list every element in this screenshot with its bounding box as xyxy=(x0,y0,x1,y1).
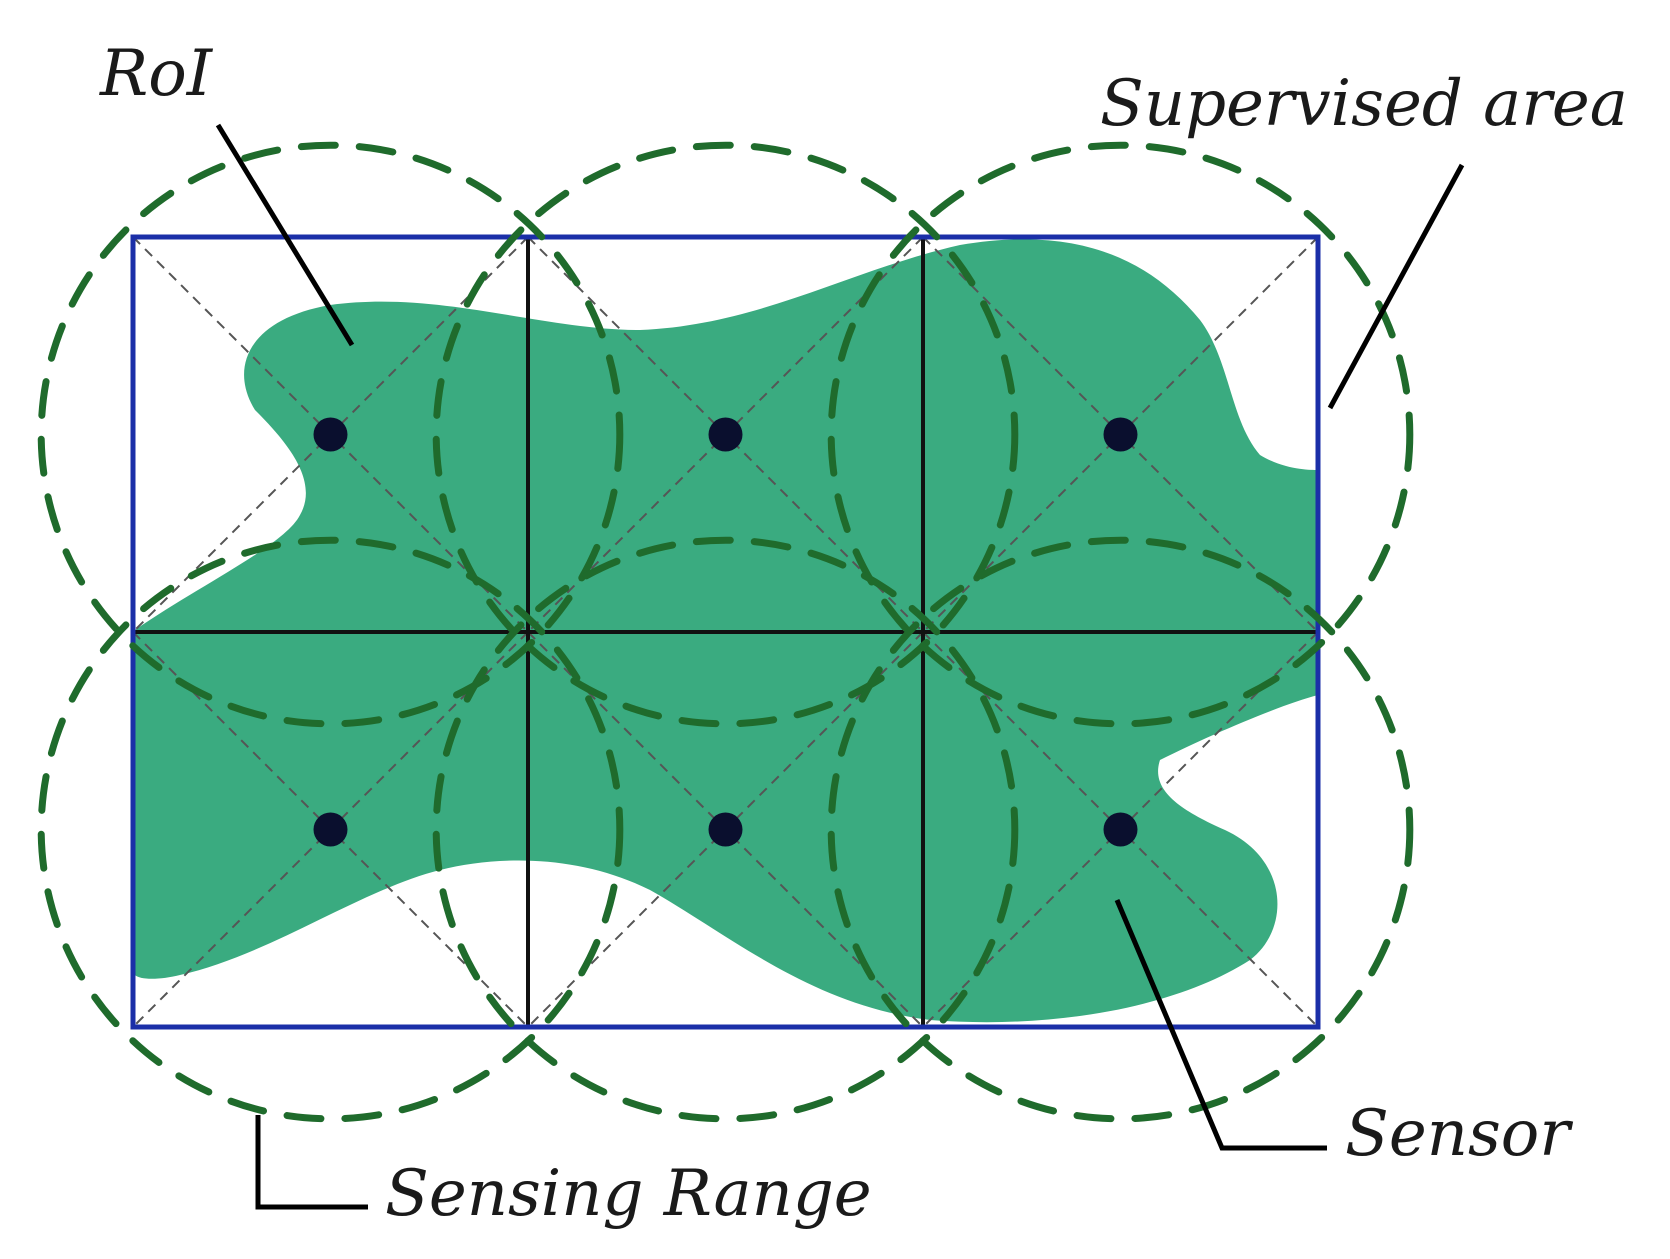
sensor-node xyxy=(1103,417,1138,452)
sensing-range-circle xyxy=(37,141,624,728)
sensor-leader-line xyxy=(1114,899,1327,1151)
roi-label: RoI xyxy=(99,37,214,111)
sensing-range-label: Sensing Range xyxy=(385,1157,872,1231)
sensing-range-circle xyxy=(827,141,1414,728)
sensor-node xyxy=(313,812,348,847)
sensor-label: Sensor xyxy=(1345,1097,1573,1171)
roi-leader-line xyxy=(215,123,355,347)
cell-grid-lines xyxy=(133,237,1318,1027)
sensor-node xyxy=(1103,812,1138,847)
supervised-area-label: Supervised area xyxy=(1100,67,1628,141)
leader-lines xyxy=(215,123,1465,1210)
sensing-range-circle xyxy=(37,536,624,1123)
sensing-range-circle xyxy=(827,536,1414,1123)
sensors xyxy=(313,417,1138,847)
supervised-area-leader-line xyxy=(1327,163,1465,410)
sensing-range-bracket xyxy=(255,1115,368,1210)
sensor-node xyxy=(708,417,743,452)
supervised-area-border xyxy=(130,234,1321,1030)
sensor-node xyxy=(708,812,743,847)
sensor-node xyxy=(313,417,348,452)
sensing-ranges xyxy=(37,141,1414,1123)
sensing-range-circle xyxy=(432,141,1019,728)
sensing-range-circle xyxy=(432,536,1019,1123)
